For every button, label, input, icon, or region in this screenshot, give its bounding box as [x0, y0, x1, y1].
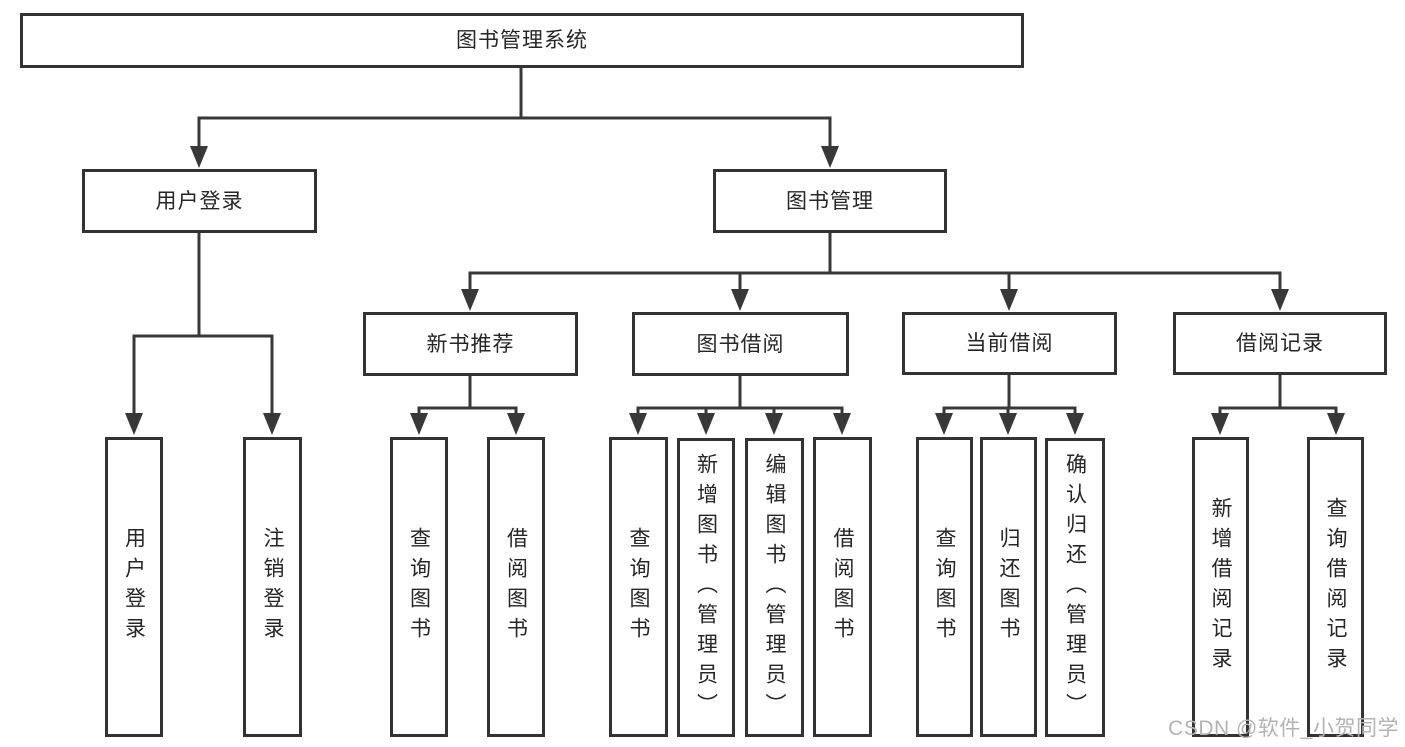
leaf-return-books: 归还图书: [980, 437, 1037, 737]
leaf-edit-books-admin: 编辑图书（管理员）: [745, 438, 804, 737]
leaf-query-borrow-record: 查询借阅记录: [1307, 437, 1364, 737]
leaf-add-borrow-record: 新增借阅记录: [1192, 437, 1249, 737]
node-user-login: 用户登录: [82, 169, 317, 233]
leaf-query-books-borrow: 查询图书: [609, 437, 668, 737]
node-borrow-records: 借阅记录: [1173, 312, 1387, 375]
leaf-borrow-books-recommend: 借阅图书: [487, 437, 545, 737]
leaf-confirm-return-admin: 确认归还（管理员）: [1045, 438, 1105, 737]
node-book-borrow: 图书借阅: [632, 312, 849, 376]
leaf-query-books-current: 查询图书: [916, 437, 973, 737]
node-new-book-recommend: 新书推荐: [363, 312, 578, 376]
leaf-add-books-admin: 新增图书（管理员）: [677, 438, 735, 737]
node-current-borrow: 当前借阅: [902, 312, 1117, 375]
arrowheads: [125, 146, 1345, 435]
leaf-borrow-books: 借阅图书: [813, 437, 872, 737]
leaf-user-login: 用户登录: [105, 437, 163, 737]
leaf-logout: 注销登录: [243, 437, 302, 737]
node-root: 图书管理系统: [20, 13, 1024, 68]
node-book-management: 图书管理: [713, 169, 947, 233]
csdn-watermark: CSDN @软件_小贺同学: [1168, 717, 1399, 740]
leaf-query-books-recommend: 查询图书: [390, 437, 448, 737]
